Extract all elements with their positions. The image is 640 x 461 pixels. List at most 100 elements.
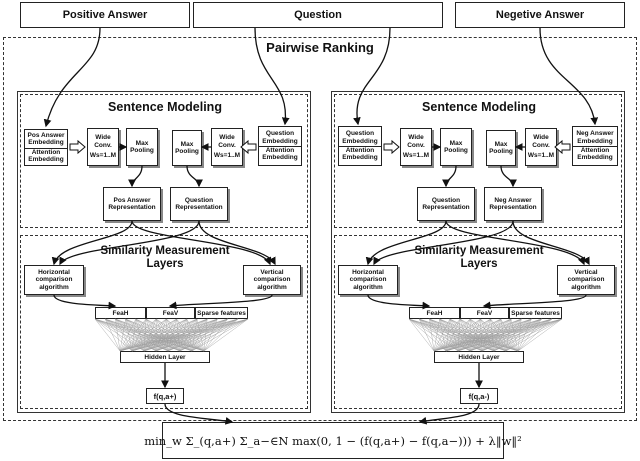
right-sentence-modeling-frame — [334, 94, 622, 228]
right-vca-l1: Vertical — [574, 268, 598, 276]
right-hca-l1: Horizontal — [352, 268, 384, 276]
right-mesh-line — [517, 318, 563, 352]
right-vca-l2: comparison — [567, 276, 605, 284]
left-mesh-line — [167, 318, 249, 352]
right-mesh-line — [493, 318, 563, 352]
edge-l-repr-a-h — [51, 220, 133, 266]
right-wide-conv-b-l1: Wide — [533, 134, 549, 142]
left-fea-h: FeaH — [95, 307, 146, 319]
right-mesh-line — [517, 318, 532, 352]
edge-l-v-feav — [168, 294, 273, 310]
right-mesh-line — [445, 318, 552, 352]
right-horizontal-comparison: Horizontal comparison algorithm — [338, 265, 398, 295]
left-vca-l2: comparison — [253, 276, 291, 284]
right-wide-conv-a: Wide Conv. Ws=1..M — [400, 128, 432, 166]
left-max-pool-b-l1: Max — [180, 140, 194, 148]
right-score-label: f(q,a-) — [468, 391, 490, 401]
edge-l-h-feah — [53, 294, 117, 310]
left-mesh-line — [155, 318, 228, 352]
left-mesh-line — [155, 318, 218, 352]
left-mesh-line — [143, 318, 198, 352]
left-sparse: Sparse features — [195, 307, 248, 319]
edge-l-repr-a-v — [131, 220, 272, 266]
edge-r-repr-a-h — [365, 220, 447, 266]
left-mesh-line — [119, 318, 198, 352]
left-mesh-line — [155, 318, 238, 352]
left-mesh-line — [131, 318, 228, 352]
pairwise-ranking-frame — [3, 37, 637, 421]
right-mesh-line — [445, 318, 522, 352]
left-max-pool-a-l2: Pooling — [130, 147, 154, 154]
left-att-b-l1: Attention — [265, 147, 295, 154]
right-mesh-line — [481, 318, 563, 352]
right-mesh-line — [433, 318, 532, 352]
left-emb-a-l2: Embedding — [25, 139, 67, 149]
left-mesh-line — [119, 318, 208, 352]
right-mesh-line — [433, 318, 552, 352]
right-repr-b: Neg Answer Representation — [484, 187, 542, 221]
left-wide-conv-a: Wide Conv. Ws=1..M — [87, 128, 119, 166]
left-ws-a: Ws=1..M — [89, 152, 117, 160]
right-max-pool-b-l2: Pooling — [489, 148, 513, 155]
right-vertical-comparison: Vertical comparison algorithm — [557, 265, 615, 295]
objective-text: min_w Σ_(q,a+) Σ_a−∈N max(0, 1 − (f(q,a+… — [144, 433, 522, 448]
left-mesh-line — [119, 318, 167, 352]
right-panel — [331, 91, 625, 413]
pairwise-ranking-title: Pairwise Ranking — [266, 40, 374, 55]
edge-pos-to-left-emb — [43, 27, 101, 128]
right-repr-a-l1: Question — [431, 196, 461, 204]
left-mesh-line — [203, 318, 249, 352]
left-mesh-line — [119, 318, 238, 352]
left-repr-b-l1: Question — [184, 196, 214, 204]
right-hidden-layer: Hidden Layer — [434, 351, 524, 363]
right-mesh-line — [469, 318, 563, 352]
edge-r-repr-a-v — [445, 220, 586, 266]
edge-r-repr-b-h — [373, 220, 514, 266]
left-mesh-line — [131, 318, 208, 352]
right-fea-h-label: FeaH — [426, 309, 443, 317]
right-wide-conv-a-l2: Conv. — [407, 141, 425, 149]
left-mesh-line — [119, 318, 126, 352]
left-emb-b-l1: Question — [265, 130, 295, 138]
right-max-pool-b-l1: Max — [494, 140, 508, 148]
left-sparse-label: Sparse features — [197, 309, 246, 317]
left-sentence-modeling-frame — [20, 94, 308, 228]
negative-answer-label: Negetive Answer — [495, 9, 585, 21]
right-mesh-line — [433, 318, 461, 352]
right-wide-conv-a-l1: Wide — [408, 134, 424, 142]
right-mesh-line — [469, 318, 512, 352]
left-mesh-line — [131, 318, 218, 352]
right-mesh-line — [469, 318, 542, 352]
left-att-a-l1: Attention — [31, 148, 61, 156]
left-mesh-line — [131, 318, 238, 352]
l-double-arrow-a — [69, 139, 86, 155]
right-mesh-line — [445, 318, 542, 352]
right-max-pool-a: Max Pooling — [440, 128, 472, 166]
edge-left-score-objective — [164, 403, 234, 425]
left-max-pool-a-l1: Max — [135, 139, 149, 147]
right-ws-b: Ws=1..M — [527, 152, 555, 160]
right-mesh-line — [457, 318, 563, 352]
right-emb-a-l1: Question — [345, 130, 375, 138]
question-box: Question — [193, 2, 443, 28]
right-repr-b-l1: Neg Answer — [494, 196, 532, 204]
right-mesh-line — [457, 318, 512, 352]
edge-neg-to-right-emb — [539, 27, 599, 126]
left-mesh-line — [94, 318, 121, 352]
right-mesh-line — [457, 318, 552, 352]
right-mesh-line — [419, 318, 435, 352]
right-repr-a-l2: Representation — [422, 204, 470, 211]
left-mesh-line — [131, 318, 198, 352]
right-mesh-line — [433, 318, 512, 352]
right-repr-a: Question Representation — [417, 187, 475, 221]
edge-r-pool-repr-a — [442, 165, 457, 188]
edge-r-pool-repr-b — [500, 165, 517, 188]
left-mesh-line — [191, 318, 249, 352]
right-mesh-line — [510, 318, 519, 352]
left-fea-v-label: FeaV — [162, 309, 179, 317]
right-mesh-line — [408, 318, 435, 352]
left-mesh-line — [119, 318, 218, 352]
left-mesh-line — [105, 318, 121, 352]
right-mesh-line — [457, 318, 522, 352]
left-wide-conv-a-l2: Conv. — [94, 141, 112, 149]
